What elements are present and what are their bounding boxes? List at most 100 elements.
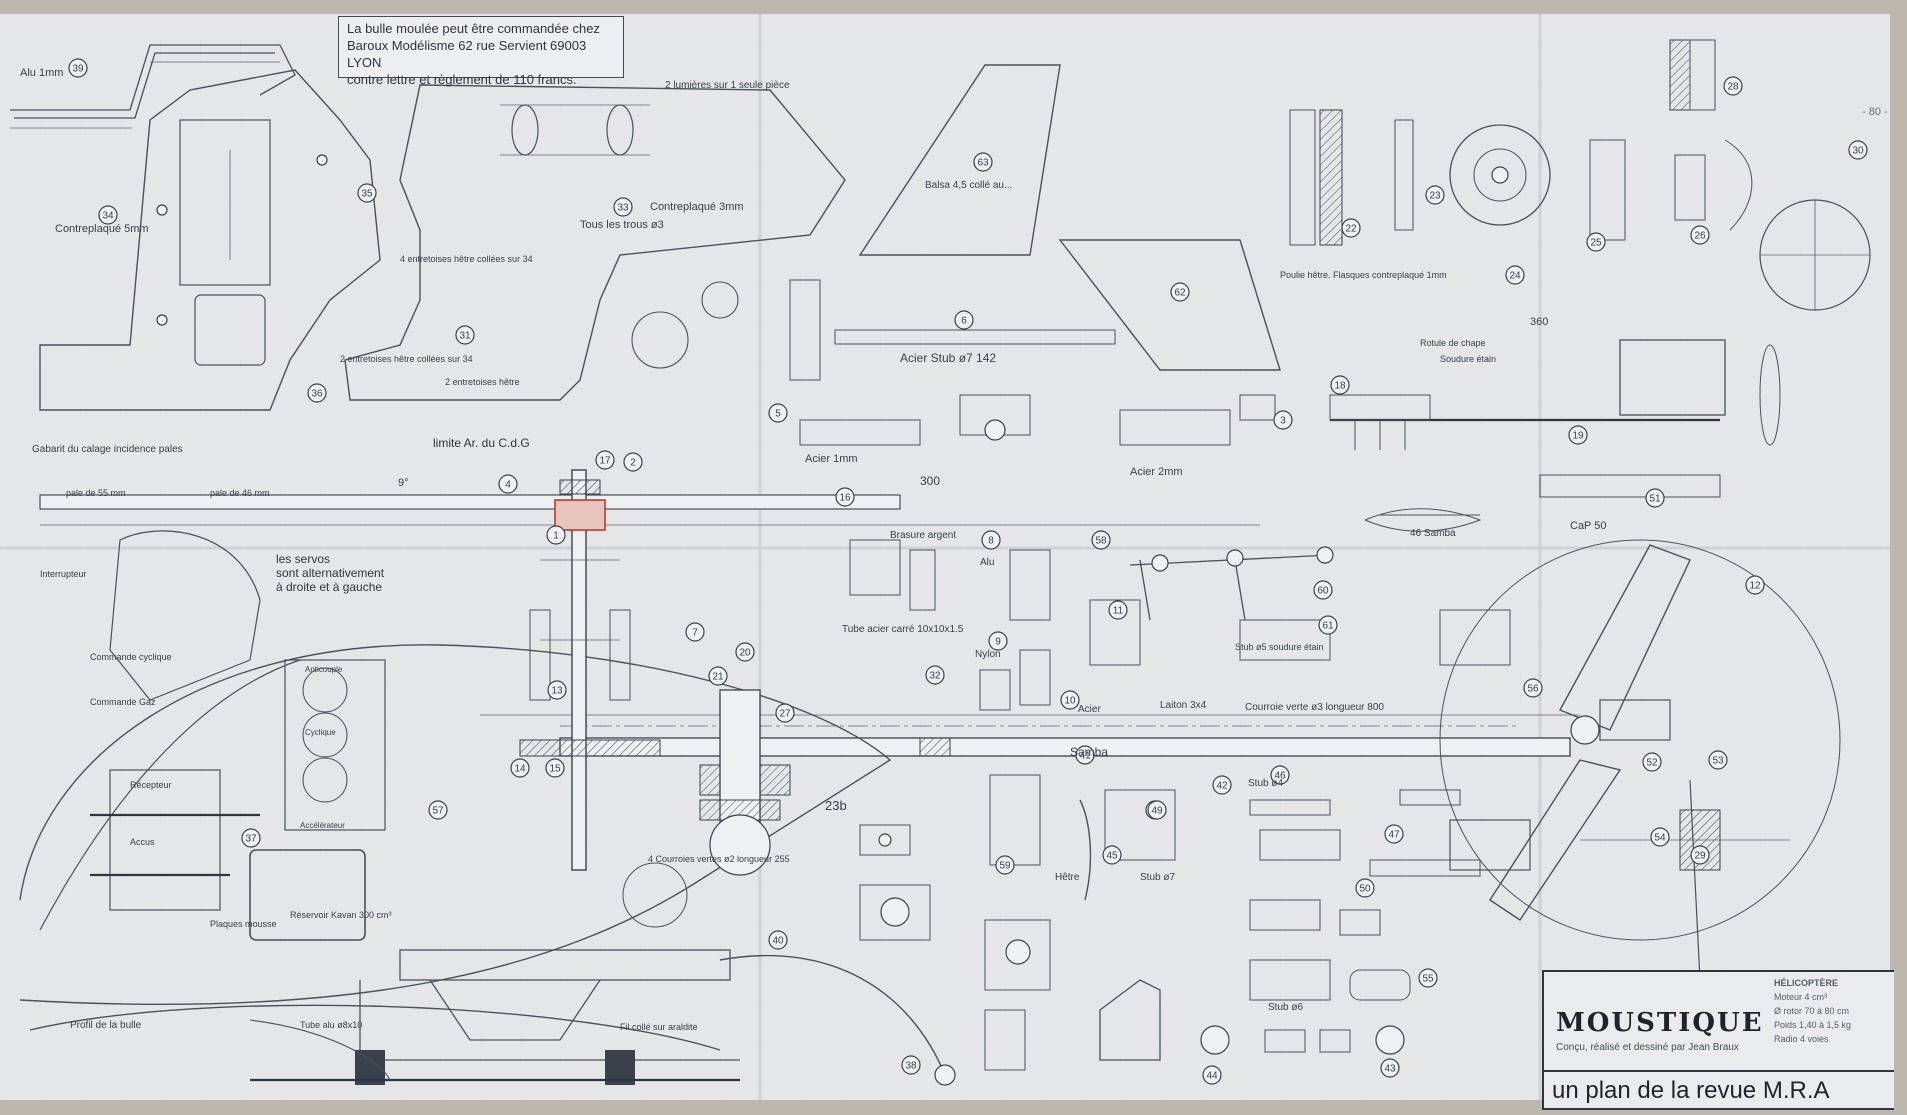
part-balloon bbox=[1642, 752, 1662, 772]
part-balloon bbox=[68, 58, 88, 78]
part-number-24: 24 bbox=[1509, 271, 1521, 282]
part-number-31: 31 bbox=[459, 331, 471, 342]
part-number-20: 20 bbox=[739, 648, 751, 659]
label-contreplaque-5: Contreplaqué 5mm bbox=[55, 223, 149, 235]
part-number-54: 54 bbox=[1654, 833, 1666, 844]
part-number-40: 40 bbox=[772, 936, 784, 947]
part-balloon bbox=[1147, 800, 1167, 820]
part-balloon bbox=[546, 525, 566, 545]
part-number-3: 3 bbox=[1280, 416, 1286, 427]
part-balloon bbox=[768, 403, 788, 423]
part-balloon bbox=[988, 631, 1008, 651]
small-parts-center bbox=[789, 279, 1511, 711]
dim-360: 360 bbox=[1530, 316, 1548, 328]
label-courroie-verte-2: 4 Courroies vertes ø2 longueur 255 bbox=[648, 854, 790, 864]
part-balloon bbox=[1212, 775, 1232, 795]
part-balloon bbox=[545, 758, 565, 778]
label-tube-acier: Tube acier carré 10x10x1.5 bbox=[842, 624, 964, 635]
label-interrupteur: Interrupteur bbox=[40, 569, 87, 579]
part-number-50: 50 bbox=[1359, 884, 1371, 895]
part-balloon bbox=[498, 474, 518, 494]
label-plaques-mousse: Plaques mousse bbox=[210, 919, 277, 929]
spec-heading: HÉLICOPTÈRE bbox=[1774, 978, 1839, 988]
part-balloon bbox=[1505, 265, 1525, 285]
part-number-26: 26 bbox=[1694, 231, 1706, 242]
part-balloon bbox=[623, 452, 643, 472]
part-number-36: 36 bbox=[311, 389, 323, 400]
part-number-35: 35 bbox=[361, 189, 373, 200]
label-stub6: Stub ø6 bbox=[1268, 1002, 1303, 1013]
skid-curve bbox=[249, 954, 956, 1086]
part-balloon bbox=[1270, 765, 1290, 785]
part-number-39: 39 bbox=[72, 64, 84, 75]
part-number-11: 11 bbox=[1113, 606, 1124, 617]
part-number-61: 61 bbox=[1322, 621, 1334, 632]
part-number-15: 15 bbox=[549, 764, 561, 775]
supplier-note: La bulle moulée peut être commandée chez… bbox=[338, 16, 624, 87]
part-balloon bbox=[1380, 1058, 1400, 1078]
label-balsa: Balsa 4,5 collé au... bbox=[925, 180, 1012, 191]
part-balloon bbox=[685, 622, 705, 642]
bracket-39 bbox=[10, 44, 296, 129]
part-number-1: 1 bbox=[553, 531, 559, 542]
label-brasure: Brasure argent bbox=[890, 530, 956, 541]
label-accus: Accus bbox=[130, 837, 155, 847]
part-number-42: 42 bbox=[1216, 781, 1228, 792]
servos-line-3: à droite et à gauche bbox=[276, 580, 383, 594]
part-number-29: 29 bbox=[1694, 851, 1706, 862]
part-balloon bbox=[1523, 678, 1543, 698]
part-balloon bbox=[995, 855, 1015, 875]
servos-line-2: sont alternativement bbox=[276, 566, 385, 580]
part-number-13: 13 bbox=[551, 686, 563, 697]
part-number-58: 58 bbox=[1095, 536, 1107, 547]
part-number-49: 49 bbox=[1151, 806, 1163, 817]
part-number-5: 5 bbox=[775, 409, 781, 420]
part-balloon bbox=[241, 828, 261, 848]
note-line-2: Baroux Modélisme 62 rue Servient 69003 L… bbox=[347, 38, 587, 70]
part-balloon bbox=[1060, 690, 1080, 710]
tail-boom bbox=[39, 494, 1580, 757]
part-number-55: 55 bbox=[1422, 974, 1434, 985]
part-number-27: 27 bbox=[779, 709, 791, 720]
part-number-32: 32 bbox=[929, 671, 941, 682]
pulley-22-23 bbox=[1289, 109, 1551, 246]
note-line-3: contre lettre et règlement de 110 francs… bbox=[347, 72, 577, 87]
part-number-43: 43 bbox=[1384, 1064, 1396, 1075]
part-balloon bbox=[973, 152, 993, 172]
label-stub5: Stub ø5 soudure étain bbox=[1235, 642, 1324, 652]
part-number-23: 23 bbox=[1429, 191, 1441, 202]
plan-footer: un plan de la revue M.R.A bbox=[1544, 1070, 1894, 1108]
spec-line: Radio 4 voies bbox=[1774, 1034, 1829, 1044]
part-number-59: 59 bbox=[999, 861, 1011, 872]
part-number-14: 14 bbox=[514, 764, 526, 775]
title-block: MOUSTIQUE Conçu, réalisé et dessiné par … bbox=[1542, 970, 1894, 1110]
servos-line-1: les servos bbox=[276, 552, 331, 566]
part-balloon bbox=[1170, 282, 1190, 302]
part-number-21: 21 bbox=[712, 672, 724, 683]
side-frame-33 bbox=[344, 84, 846, 401]
label-stub4: Stub ø4 bbox=[1248, 778, 1283, 789]
label-acier-1mm: Acier 1mm bbox=[805, 453, 858, 465]
label-laiton: Laiton 3x4 bbox=[1160, 700, 1207, 711]
dim-23b: 23b bbox=[825, 798, 847, 813]
part-balloon bbox=[981, 530, 1001, 550]
label-nylon: Nylon bbox=[975, 649, 1001, 660]
spec-list: HÉLICOPTÈRE Moteur 4 cm³ Ø rotor 70 à 80… bbox=[1774, 976, 1851, 1046]
part-number-53: 53 bbox=[1712, 756, 1724, 767]
label-stub7: Stub ø7 bbox=[1140, 872, 1175, 883]
part-number-2: 2 bbox=[630, 458, 636, 469]
part-25-26 bbox=[1589, 39, 1871, 311]
part-balloon bbox=[901, 1055, 921, 1075]
part-balloon bbox=[1708, 750, 1728, 770]
small-parts-lower bbox=[859, 774, 1481, 1071]
label-acier: Acier bbox=[1078, 704, 1101, 715]
part-number-28: 28 bbox=[1727, 82, 1739, 93]
label-hetre: Hêtre bbox=[1055, 872, 1080, 883]
part-balloon bbox=[954, 310, 974, 330]
lower-chassis bbox=[250, 862, 740, 1085]
part-balloon bbox=[1650, 827, 1670, 847]
label-acier-stub: Acier Stub ø7 142 bbox=[900, 351, 996, 365]
part-number-46: 46 bbox=[1274, 771, 1286, 782]
part-balloon bbox=[1425, 185, 1445, 205]
